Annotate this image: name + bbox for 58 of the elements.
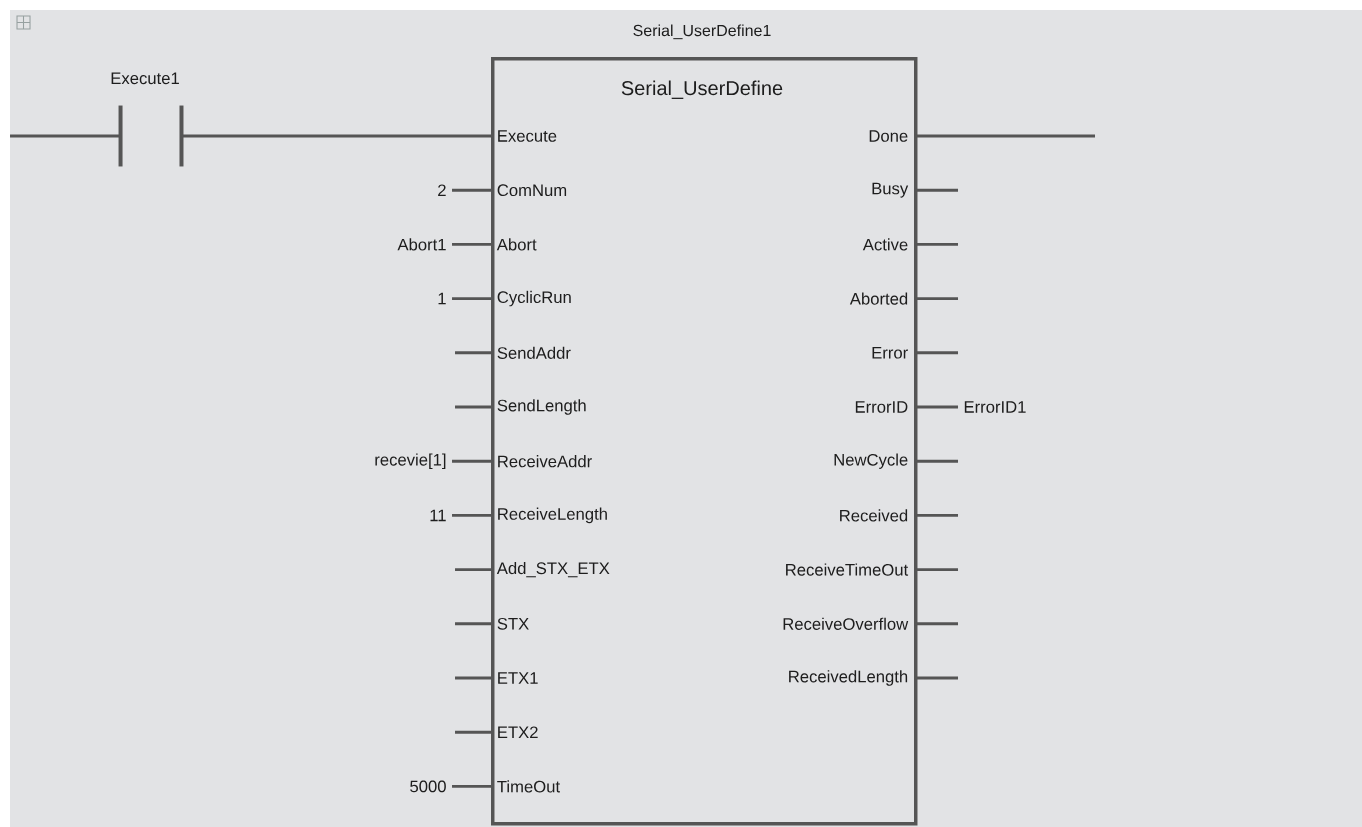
- connection-line: [10, 134, 121, 138]
- variable-label: 1: [438, 292, 446, 305]
- variable-label: Abort1: [397, 238, 446, 251]
- connection-line: [914, 134, 1095, 138]
- pin-label: SendAddr: [497, 346, 571, 359]
- connection-line: [914, 622, 958, 626]
- connection-line: [452, 784, 491, 788]
- pin-label: Received: [840, 509, 908, 522]
- pin-label: TimeOut: [497, 780, 560, 793]
- pin-label: ETX2: [498, 726, 538, 738]
- pin-label: Done: [869, 130, 908, 142]
- connection-line: [452, 188, 491, 192]
- connection-line: [181, 134, 491, 138]
- pin-label: SendLength: [497, 399, 586, 415]
- pin-label: Add_STX_ETX: [496, 561, 610, 578]
- contact-label: Execute1: [111, 72, 179, 85]
- pin-label: Execute: [498, 130, 557, 142]
- variable-label: recevie[1]: [375, 453, 446, 469]
- pin-label: ETX1: [498, 672, 538, 684]
- pin-label: ReceiveAddr: [498, 455, 592, 468]
- pin-label: Abort: [496, 238, 537, 251]
- pin-label: Busy: [872, 182, 909, 198]
- connection-line: [914, 405, 958, 409]
- connection-line: [914, 351, 958, 355]
- connection-line: [914, 568, 958, 572]
- variable-label: ErrorID1: [964, 401, 1026, 413]
- connection-line: [914, 676, 958, 680]
- connection-line: [452, 513, 491, 517]
- pin-label: ComNum: [497, 184, 567, 197]
- pin-label: ReceiveTimeOut: [786, 563, 909, 576]
- pin-label: ReceiveOverflow: [783, 617, 909, 630]
- connection-line: [455, 622, 491, 626]
- connection-line: [455, 351, 491, 355]
- variable-label: 2: [438, 184, 446, 196]
- connection-line: [452, 242, 491, 246]
- variable-label: 5000: [410, 780, 446, 793]
- pin-label: ReceiveLength: [498, 507, 607, 524]
- pin-label: Active: [862, 238, 908, 251]
- pin-label: CyclicRun: [497, 290, 571, 307]
- connection-line: [914, 459, 958, 463]
- connection-line: [914, 513, 958, 517]
- connection-line: [452, 459, 491, 463]
- connection-line: [914, 188, 958, 192]
- connection-line: [455, 676, 491, 680]
- pin-label: ReceivedLength: [789, 670, 908, 686]
- pin-label: ErrorID: [855, 401, 908, 413]
- pin-label: Aborted: [849, 292, 908, 305]
- connection-line: [914, 242, 958, 246]
- node-label: Serial_UserDefine1: [633, 24, 771, 40]
- connection-line: [914, 297, 958, 301]
- connection-line: [455, 405, 491, 409]
- connection-line: [452, 297, 491, 301]
- connection-line: [455, 730, 491, 734]
- variable-label: 11: [430, 509, 446, 522]
- pin-label: Error: [872, 347, 908, 359]
- pin-label: NewCycle: [834, 453, 908, 469]
- connection-line: [455, 568, 491, 572]
- pin-label: STX: [497, 617, 529, 630]
